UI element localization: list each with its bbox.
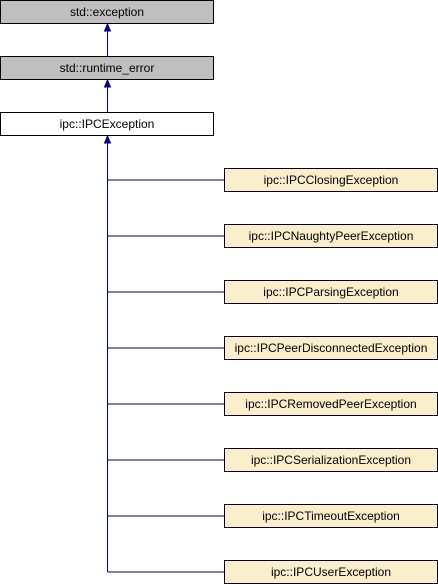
node-std-exception-box	[0, 0, 214, 24]
node-ipcuser-exception[interactable]: ipc::IPCUserException	[224, 560, 438, 584]
node-ipcclosing-exception-label: ipc::IPCClosingException	[264, 173, 399, 187]
node-ipcuser-exception-label: ipc::IPCUserException	[271, 565, 391, 579]
node-ipcnaughty-peer-exception[interactable]: ipc::IPCNaughtyPeerException	[224, 224, 438, 248]
node-ipcremoved-peer-exception[interactable]: ipc::IPCRemovedPeerException	[224, 392, 438, 416]
node-ipctimeout-exception-label: ipc::IPCTimeoutException	[262, 509, 400, 523]
derived-branches	[107, 179, 225, 573]
node-ipcpeer-disconnected-exception-label: ipc::IPCPeerDisconnectedException	[235, 341, 428, 355]
node-ipcparsing-exception[interactable]: ipc::IPCParsingException	[224, 280, 438, 304]
node-ipcserialization-exception-label: ipc::IPCSerializationException	[251, 453, 411, 467]
node-ipc-ipcexception-label: ipc::IPCException	[60, 117, 155, 131]
node-ipcpeer-disconnected-exception[interactable]: ipc::IPCPeerDisconnectedException	[224, 336, 438, 360]
node-ipc-ipcexception-box	[0, 112, 214, 136]
node-ipctimeout-exception[interactable]: ipc::IPCTimeoutException	[224, 504, 438, 528]
node-std-exception[interactable]: std::exception	[0, 0, 214, 24]
node-std-runtime-error[interactable]: std::runtime_error	[0, 56, 214, 80]
node-ipcclosing-exception[interactable]: ipc::IPCClosingException	[224, 168, 438, 192]
derived-nodes: ipc::IPCClosingExceptionipc::IPCNaughtyP…	[224, 168, 438, 584]
node-ipcparsing-exception-label: ipc::IPCParsingException	[263, 285, 398, 299]
node-std-exception-label: std::exception	[70, 5, 144, 19]
node-std-runtime-error-label: std::runtime_error	[60, 61, 155, 75]
arrowhead-ipcexception	[103, 134, 112, 144]
node-ipcnaughty-peer-exception-label: ipc::IPCNaughtyPeerException	[249, 229, 414, 243]
arrowhead-std-exception	[103, 22, 112, 32]
node-std-runtime-error-box	[0, 56, 214, 80]
node-ipc-ipcexception[interactable]: ipc::IPCException	[0, 112, 214, 136]
node-ipcremoved-peer-exception-label: ipc::IPCRemovedPeerException	[245, 397, 416, 411]
arrowhead-std-runtime-error	[103, 78, 112, 88]
node-ipcserialization-exception[interactable]: ipc::IPCSerializationException	[224, 448, 438, 472]
